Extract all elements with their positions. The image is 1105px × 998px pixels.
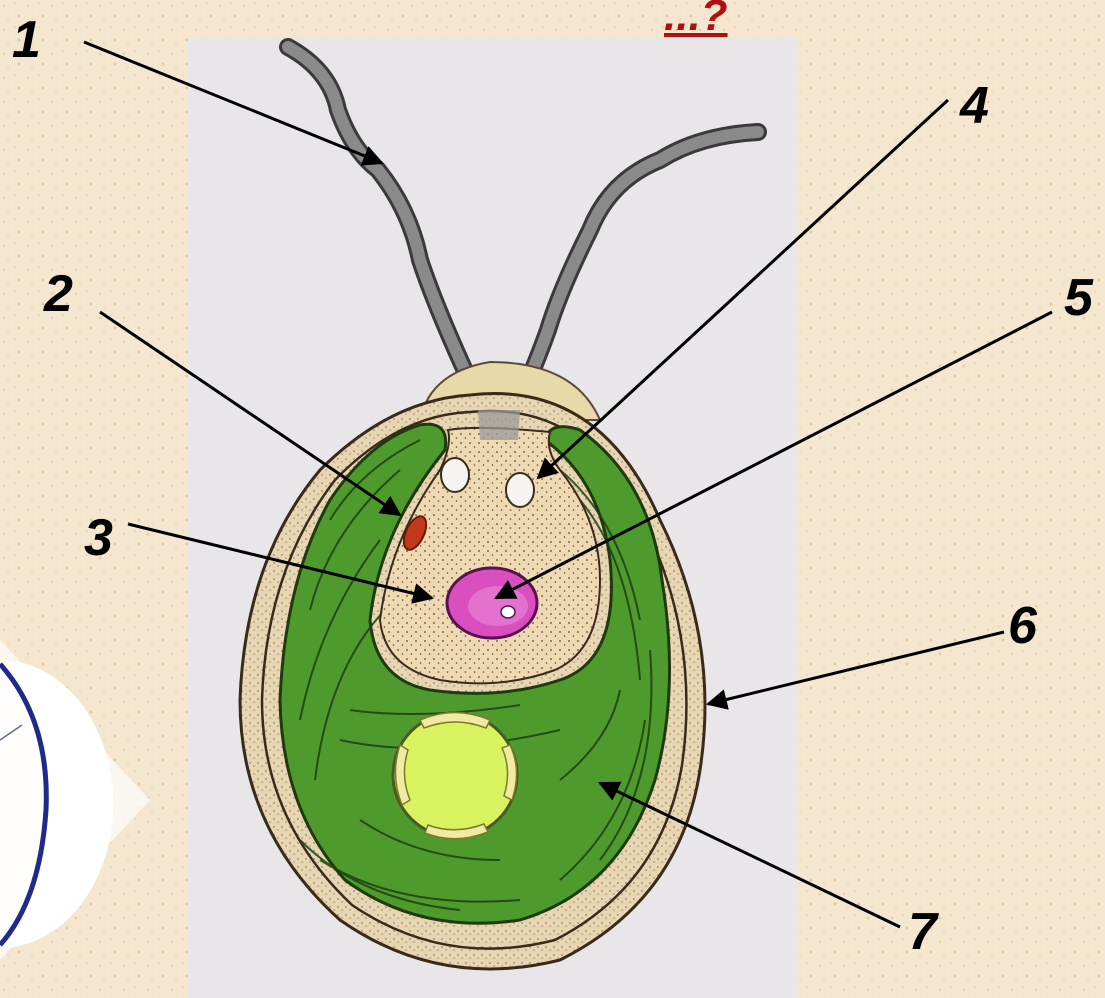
pointer-7 (600, 783, 900, 927)
pointer-1 (84, 42, 382, 163)
pointer-3 (128, 524, 432, 598)
label-6: 6 (1008, 600, 1037, 652)
pointer-4 (538, 100, 948, 478)
label-4: 4 (960, 80, 989, 132)
label-1: 1 (12, 14, 41, 66)
label-5: 5 (1064, 272, 1093, 324)
title-question-mark: ...? (664, 0, 728, 38)
label-7: 7 (908, 906, 937, 958)
label-3: 3 (84, 512, 113, 564)
pointer-2 (100, 312, 400, 515)
pointer-6 (708, 632, 1004, 704)
pointer-5 (496, 312, 1052, 598)
label-2: 2 (44, 268, 73, 320)
